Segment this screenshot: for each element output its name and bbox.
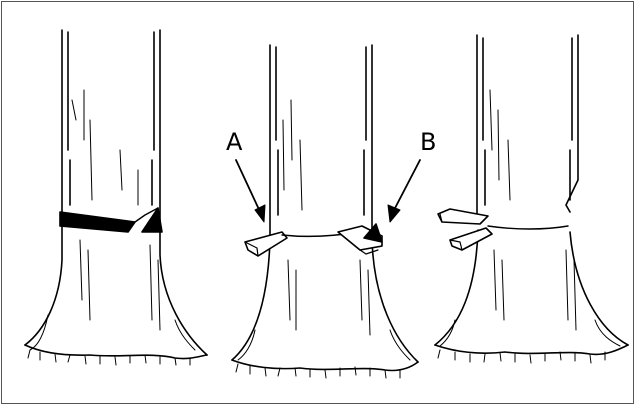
- arrow-b: [388, 160, 420, 222]
- arrow-a: [236, 160, 265, 222]
- label-a: A: [226, 128, 243, 156]
- wedge-lower: [450, 228, 492, 250]
- back-cut-wedge: [60, 212, 135, 232]
- tree-trunk-3: [435, 35, 628, 363]
- wedge-a: [245, 232, 287, 256]
- label-b: B: [420, 128, 436, 156]
- wedge-upper: [438, 209, 488, 224]
- tree-trunk-1: [25, 30, 207, 365]
